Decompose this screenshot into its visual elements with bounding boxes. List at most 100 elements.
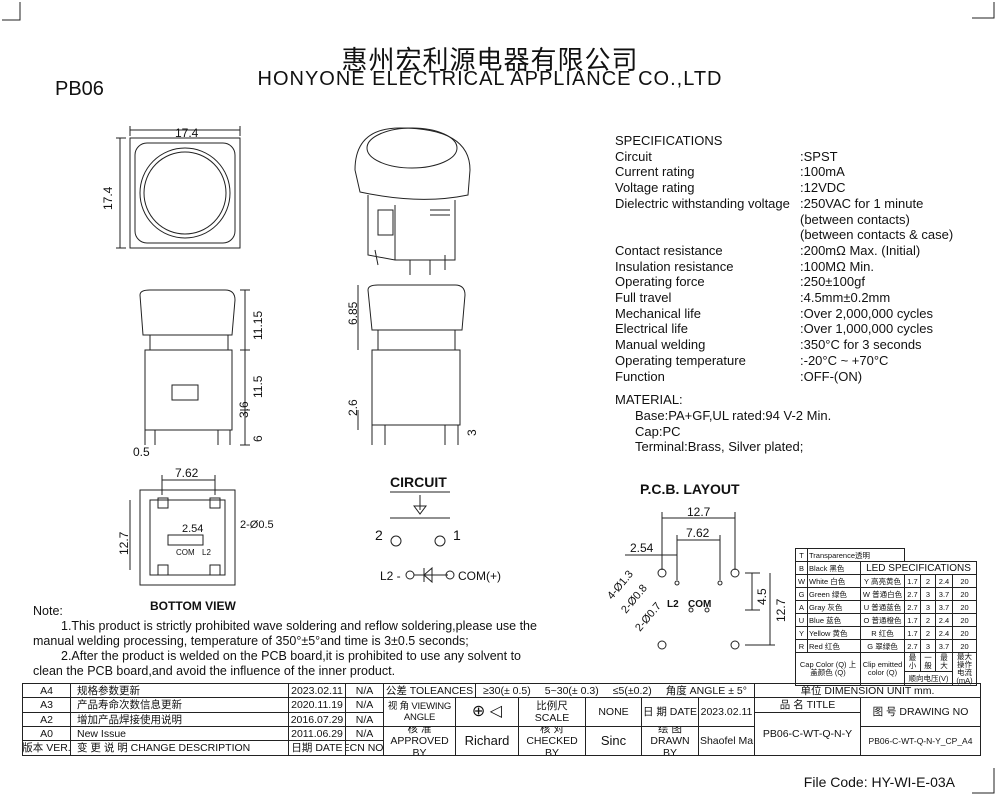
bottom-width-dim: 7.62 <box>175 466 199 480</box>
led-footer-max: 最大 <box>935 651 953 673</box>
spec-row: Full travel:4.5mm±0.2mm <box>615 290 953 306</box>
revision-date: 2020.11.19 <box>288 697 346 713</box>
blank <box>905 549 977 562</box>
spec-value: (between contacts) <box>800 211 910 227</box>
led-max: 2.4 <box>935 626 953 640</box>
spec-value: :350°C for 3 seconds <box>800 337 922 353</box>
revision-version: A3 <box>22 697 71 713</box>
led-footer-clip: Clip emitted color (Q) <box>860 652 905 686</box>
revision-date: 日期 DATE <box>288 740 346 756</box>
note-line: 1.This product is strictly prohibited wa… <box>61 619 537 633</box>
spec-value: :OFF-(ON) <box>800 368 863 384</box>
notes-title: Note: <box>33 604 63 618</box>
title-value: PB06-C-WT-Q-N-Y <box>754 712 861 756</box>
led-code: W <box>795 574 808 588</box>
spec-label: Current rating <box>615 164 695 180</box>
spec-label: Operating force <box>615 274 705 290</box>
led-spec-title: LED SPECIFICATIONS <box>860 561 977 575</box>
spec-label: Operating temperature <box>615 352 746 368</box>
led-typ: 3 <box>920 587 936 601</box>
led-footer-min: 最小 <box>904 651 921 673</box>
spec-value: :100MΩ Min. <box>800 258 875 274</box>
material-title: MATERIAL: <box>615 392 683 408</box>
material-item: Base:PA+GF,UL rated:94 V-2 Min. <box>635 407 832 423</box>
material-item: Cap:PC <box>635 423 681 439</box>
spec-value: :100mA <box>800 164 845 180</box>
revision-ecn: ECN NO. <box>345 740 384 756</box>
drawn-by-value: Shaofel Ma <box>698 726 755 756</box>
led-ma: 20 <box>952 600 977 614</box>
revision-description: 产品寿命次数信息更新 <box>70 697 289 713</box>
led-min: 2.7 <box>904 587 921 601</box>
led-typ: 3 <box>920 600 936 614</box>
led-cap-color: White 白色 <box>807 574 861 588</box>
led-min: 1.7 <box>904 626 921 640</box>
led-ma: 20 <box>952 639 977 653</box>
led-code: G <box>795 587 808 601</box>
led-min: 2.7 <box>904 639 921 653</box>
bottom-height-dim: 12.7 <box>117 531 131 555</box>
revision-date: 2023.02.11 <box>288 683 346 698</box>
spec-label: Voltage rating <box>615 180 695 196</box>
tolerance-label: 公差 TOLEANCES <box>383 683 476 698</box>
led-min: 2.7 <box>904 600 921 614</box>
led-footer-vf: 顺向电压(V) <box>904 671 953 686</box>
spec-label: Dielectric withstanding voltage <box>615 195 790 211</box>
led-ma: 20 <box>952 613 977 627</box>
spec-row: Function:OFF-(ON) <box>615 369 953 385</box>
spec-value: :Over 2,000,000 cycles <box>800 305 933 321</box>
spec-row: Manual welding:350°C for 3 seconds <box>615 337 953 353</box>
bottom-com-label: COM <box>176 548 195 557</box>
side2-height-6-85: 6.85 <box>346 301 360 325</box>
spec-value: :12VDC <box>800 180 846 196</box>
spec-row: Circuit:SPST <box>615 149 953 165</box>
led-transparence: Transparence透明 <box>807 548 905 562</box>
pcb-hole-0-7: 2-Ø0.7 <box>633 600 664 633</box>
date-value: 2023.02.11 <box>698 697 755 727</box>
drawn-by-label: 绘 图 DRAWN BY <box>641 726 699 756</box>
spec-row: Voltage rating :12VDC <box>615 180 953 196</box>
circuit-switch-symbol <box>390 491 450 547</box>
side-height-11-15: 11.15 <box>251 311 265 340</box>
spec-label: Mechanical life <box>615 305 701 321</box>
tolerance-tol2: 5~30(± 0.3) <box>544 684 599 697</box>
led-min: 1.7 <box>904 613 921 627</box>
led-cap-color: Blue 蓝色 <box>807 613 861 627</box>
revision-ecn: N/A <box>345 697 384 713</box>
checked-by-value: Sinc <box>585 726 642 756</box>
pcb-com-label: COM <box>688 599 711 610</box>
side-height-6: 6 <box>251 435 265 442</box>
tolerances: ≥30(± 0.5)5~30(± 0.3)≤5(±0.2)角度 ANGLE ± … <box>475 683 755 698</box>
date-label: 日 期 DATE <box>641 697 699 727</box>
led-cap-color: Black 黑色 <box>807 561 861 575</box>
checked-by-label: 核 对 CHECKED BY <box>518 726 586 756</box>
spec-row: Operating force:250±100gf <box>615 274 953 290</box>
pcb-width-7-62: 7.62 <box>686 526 710 540</box>
led-clip: W 普通白色 <box>860 587 905 601</box>
led-code: R <box>795 639 808 653</box>
material-item: Terminal:Brass, Silver plated; <box>635 439 804 455</box>
dimension-unit: 单位 DIMENSION UNIT mm. <box>754 683 981 698</box>
side-view-drawing <box>139 289 250 446</box>
notes: Note: 1.This product is strictly prohibi… <box>33 604 537 679</box>
led-footer-2: 顺向电压(V) <box>796 671 977 686</box>
led-cap-color: Gray 灰色 <box>807 600 861 614</box>
led-clip: U 普通蓝色 <box>860 600 905 614</box>
led-max: 3.7 <box>935 587 953 601</box>
revision-ecn: N/A <box>345 712 384 727</box>
led-max: 3.7 <box>935 639 953 653</box>
revision-description: 变 更 说 明 CHANGE DESCRIPTION <box>70 740 289 756</box>
led-footer-typ: 一般 <box>920 651 936 673</box>
led-cap-color: Red 红色 <box>807 639 861 653</box>
spec-value: :SPST <box>800 148 838 164</box>
tolerance-tol4: 角度 ANGLE ± 5° <box>665 684 747 697</box>
circuit-com-label: COM(+) <box>458 569 501 583</box>
note-line: 2.After the product is welded on the PCB… <box>61 649 521 663</box>
spec-label: Contact resistance <box>615 242 723 258</box>
